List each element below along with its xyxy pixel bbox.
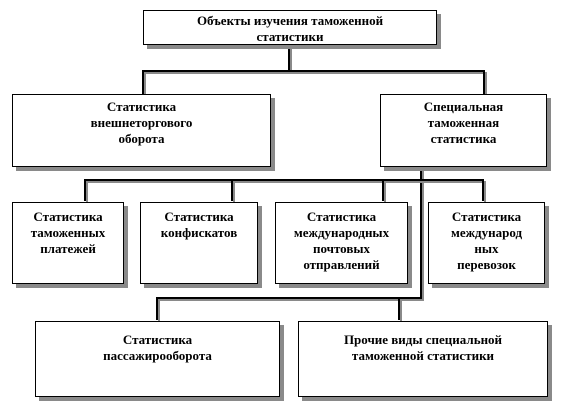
node-confiscations-statistics: Статистика конфискатов: [140, 202, 258, 284]
node-label: Статистика внешнеторгового оборота: [90, 99, 193, 146]
connector-line: [382, 179, 384, 201]
connector-line: [420, 167, 422, 297]
connector-line: [142, 70, 485, 72]
node-label: Статистика таможенных платежей: [30, 209, 106, 256]
node-label: Специальная таможенная статистика: [423, 99, 504, 146]
node-passenger-traffic-statistics: Статистика пассажирооборота: [35, 321, 280, 397]
connector-line: [482, 179, 484, 201]
node-label: Статистика конфискатов: [160, 209, 238, 240]
node-label: Статистика международных почтовых отправ…: [293, 209, 390, 272]
node-label: Статистика пассажирооборота: [103, 332, 212, 363]
connector-line: [288, 44, 290, 70]
connector-line: [142, 70, 144, 94]
connector-line: [231, 179, 233, 201]
node-international-transport-statistics: Статистика международ ных перевозок: [428, 202, 545, 284]
node-special-customs-statistics: Специальная таможенная статистика: [380, 94, 547, 167]
connector-line: [156, 297, 422, 299]
connector-line: [398, 297, 400, 320]
connector-line: [156, 297, 158, 320]
root-node: Объекты изучения таможенной статистики: [143, 10, 437, 45]
node-customs-payments-statistics: Статистика таможенных платежей: [12, 202, 124, 284]
connector-line: [84, 179, 482, 181]
node-postal-shipments-statistics: Статистика международных почтовых отправ…: [275, 202, 408, 284]
connector-line: [84, 179, 86, 201]
node-foreign-trade-statistics: Статистика внешнеторгового оборота: [12, 94, 271, 167]
node-other-special-statistics: Прочие виды специальной таможенной стати…: [298, 321, 548, 397]
connector-line: [483, 70, 485, 94]
node-label: Прочие виды специальной таможенной стати…: [343, 332, 503, 363]
root-node-label: Объекты изучения таможенной статистики: [196, 13, 384, 44]
node-label: Статистика международ ных перевозок: [450, 209, 523, 272]
